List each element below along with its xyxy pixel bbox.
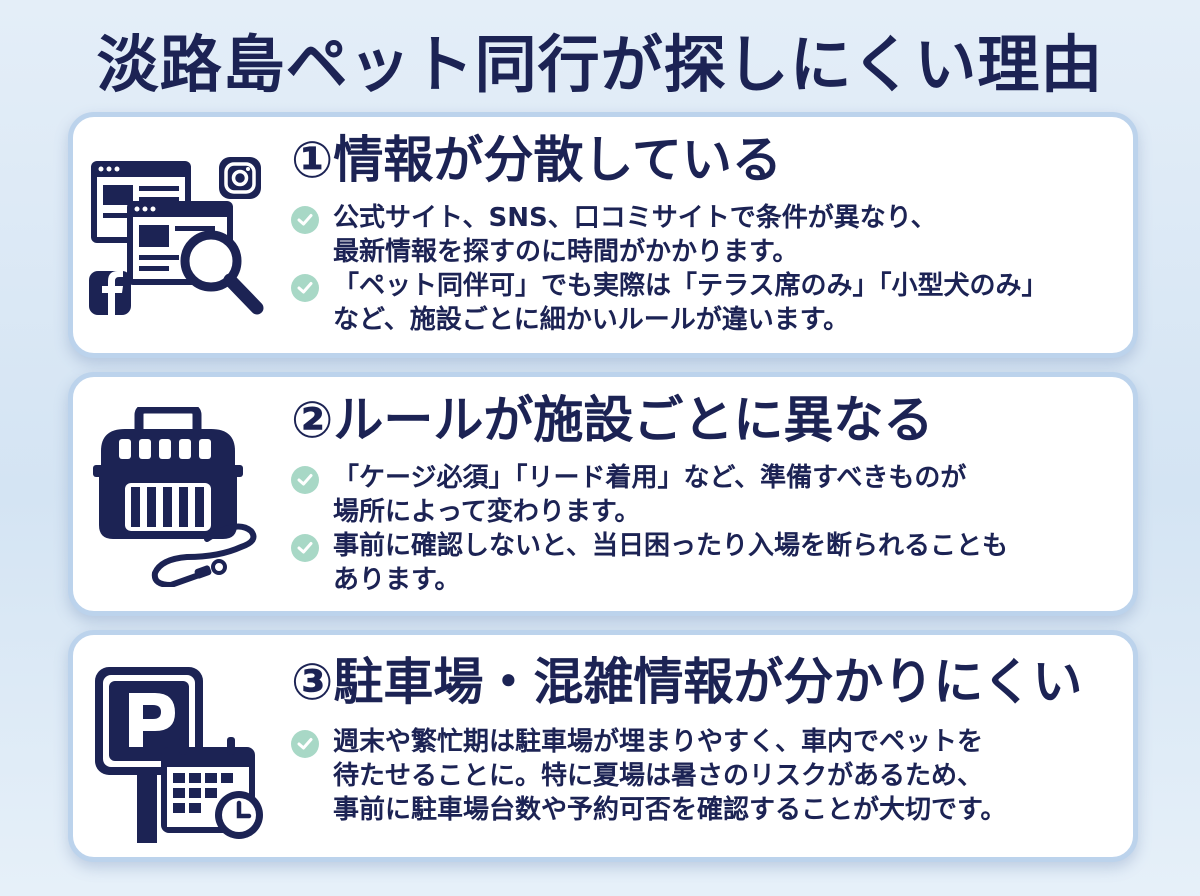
bullet-item: 事前に確認しないと、当日困ったり入場を断られることも あります。 (291, 529, 1121, 597)
bullet-line: など、施設ごとに細かいルールが違います。 (333, 305, 850, 335)
check-icon (291, 534, 319, 562)
bullet-line: 「ペット同伴可」でも実際は「テラス席のみ」「小型犬のみ」 (333, 271, 1048, 301)
bullet-line: 事前に確認しないと、当日困ったり入場を断られることも (333, 531, 1008, 561)
check-icon (291, 730, 319, 758)
section-heading: ②ルールが施設ごとに異なる (291, 391, 934, 449)
bullet-line: 待たせることに。特に夏場は暑さのリスクがあるため、 (333, 761, 984, 791)
bullet-line: 最新情報を探すのに時間がかかります。 (333, 237, 799, 267)
browser-search-icon (87, 153, 267, 327)
bullet-item: 週末や繁忙期は駐車場が埋まりやすく、車内でペットを 待たせることに。特に夏場は暑… (291, 725, 1121, 827)
bullet-item: 公式サイト、SNS、口コミサイトで条件が異なり、 最新情報を探すのに時間がかかり… (291, 201, 1121, 269)
check-icon (291, 206, 319, 234)
reason-card-information: ①情報が分散している 公式サイト、SNS、口コミサイトで条件が異なり、 最新情報… (68, 112, 1138, 358)
bullet-list: 週末や繁忙期は駐車場が埋まりやすく、車内でペットを 待たせることに。特に夏場は暑… (291, 725, 1121, 827)
bullet-line: 「ケージ必須」「リード着用」など、準備すべきものが (333, 463, 967, 493)
section-heading: ①情報が分散している (291, 131, 782, 189)
section-heading: ③駐車場・混雑情報が分かりにくい (291, 653, 1083, 711)
bullet-list: 公式サイト、SNS、口コミサイトで条件が異なり、 最新情報を探すのに時間がかかり… (291, 201, 1121, 337)
bullet-list: 「ケージ必須」「リード着用」など、準備すべきものが 場所によって変わります。 事… (291, 461, 1121, 597)
bullet-line: 事前に駐車場台数や予約可否を確認することが大切です。 (333, 795, 1007, 825)
bullet-line: 公式サイト、SNS、口コミサイトで条件が異なり、 (333, 203, 937, 233)
reason-card-parking: ③駐車場・混雑情報が分かりにくい 週末や繁忙期は駐車場が埋まりやすく、車内でペッ… (68, 630, 1138, 862)
bullet-item: 「ケージ必須」「リード着用」など、準備すべきものが 場所によって変わります。 (291, 461, 1121, 529)
parking-calendar-icon (87, 667, 267, 851)
bullet-line: 場所によって変わります。 (333, 497, 641, 527)
pet-carrier-icon (87, 404, 267, 591)
page-title: 淡路島ペット同行が探しにくい理由 (96, 28, 1104, 101)
bullet-item: 「ペット同伴可」でも実際は「テラス席のみ」「小型犬のみ」 など、施設ごとに細かい… (291, 269, 1121, 337)
bullet-line: 週末や繁忙期は駐車場が埋まりやすく、車内でペットを (333, 727, 984, 757)
bullet-line: あります。 (333, 565, 461, 595)
reason-card-rules: ②ルールが施設ごとに異なる 「ケージ必須」「リード着用」など、準備すべきものが … (68, 372, 1138, 616)
check-icon (291, 274, 319, 302)
check-icon (291, 466, 319, 494)
